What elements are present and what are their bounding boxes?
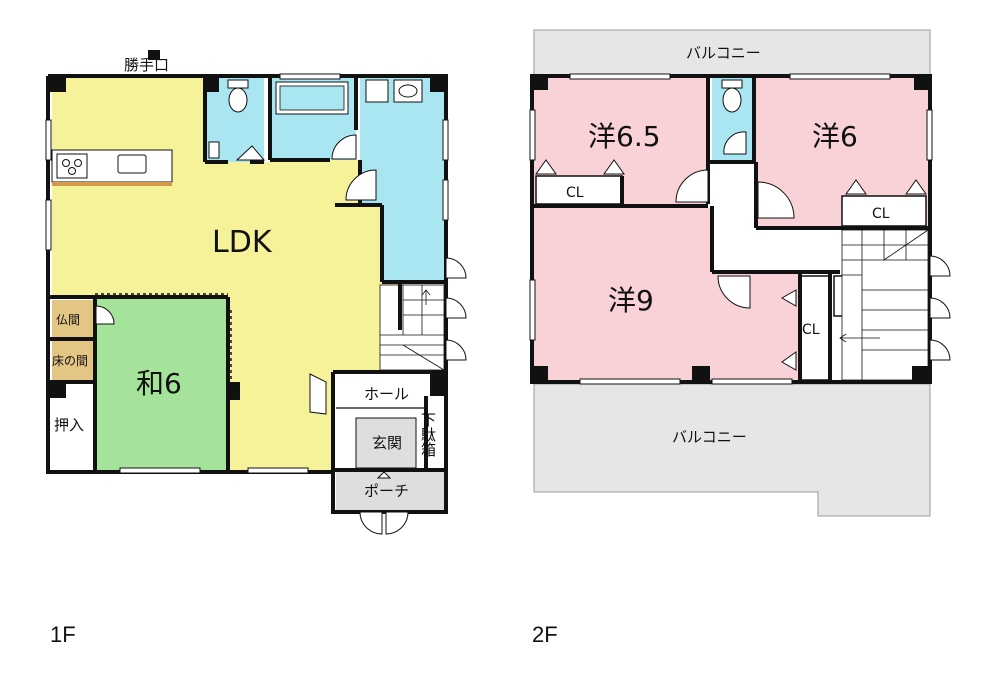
label-yo9: 洋9 xyxy=(608,284,654,317)
floor-label-2f: 2F xyxy=(532,622,558,647)
label-tokonoma: 床の間 xyxy=(52,354,88,368)
doors-2f xyxy=(535,131,951,371)
stairs-1f xyxy=(379,284,445,371)
doors-1f xyxy=(95,134,467,535)
room-porch xyxy=(336,472,444,512)
label-porch: ポーチ xyxy=(364,482,409,500)
toilet-icon xyxy=(228,87,248,113)
room-butsuma xyxy=(52,300,94,338)
wash-basin-icon xyxy=(398,84,418,98)
room-tokonoma xyxy=(52,340,94,380)
floor-2f: バルコニー 洋6.5 洋6 CL CL 洋9 CL バルコニー xyxy=(529,29,951,517)
toilet-icon-2f xyxy=(722,87,742,113)
label-balcony-top: バルコニー xyxy=(686,44,761,62)
label-cl-stair: CL xyxy=(802,322,820,338)
label-cl-right: CL xyxy=(872,206,890,222)
getabako xyxy=(426,396,444,470)
label-butsuma: 仏間 xyxy=(56,313,80,327)
label-yo6: 洋6 xyxy=(812,120,858,153)
label-katteguchi: 勝手口 xyxy=(124,56,169,74)
room-washroom xyxy=(360,78,444,282)
label-getabako: 下駄箱 xyxy=(419,412,437,457)
label-oshiire: 押入 xyxy=(54,416,84,434)
room-oshiire xyxy=(52,384,94,470)
stairs-2f xyxy=(839,229,929,381)
floor-label-1f: 1F xyxy=(50,622,76,647)
label-yo65: 洋6.5 xyxy=(588,120,661,153)
label-genkan: 玄関 xyxy=(372,434,402,452)
room-genkan xyxy=(355,417,417,469)
label-ldk: LDK xyxy=(212,225,273,260)
pillars-2f xyxy=(532,76,930,382)
floor-1f: 勝手口 LDK 仏間 床の間 和6 押入 ホール 玄関 ポーチ 下駄箱 xyxy=(45,50,467,535)
balcony-bottom xyxy=(533,383,931,517)
label-balcony-bottom: バルコニー xyxy=(672,428,747,446)
label-washitsu: 和6 xyxy=(136,367,182,400)
room-hall xyxy=(336,374,426,408)
hallway-2f xyxy=(712,162,840,272)
windows-2f xyxy=(529,73,933,385)
room-washitsu xyxy=(95,297,228,470)
room-yo9 xyxy=(534,208,800,380)
windows-1f xyxy=(45,73,449,474)
label-hall: ホール xyxy=(364,385,409,403)
stove-icon xyxy=(62,159,70,167)
label-cl-left: CL xyxy=(566,185,584,201)
pillars-1f xyxy=(48,50,446,400)
sink-icon xyxy=(117,154,147,174)
